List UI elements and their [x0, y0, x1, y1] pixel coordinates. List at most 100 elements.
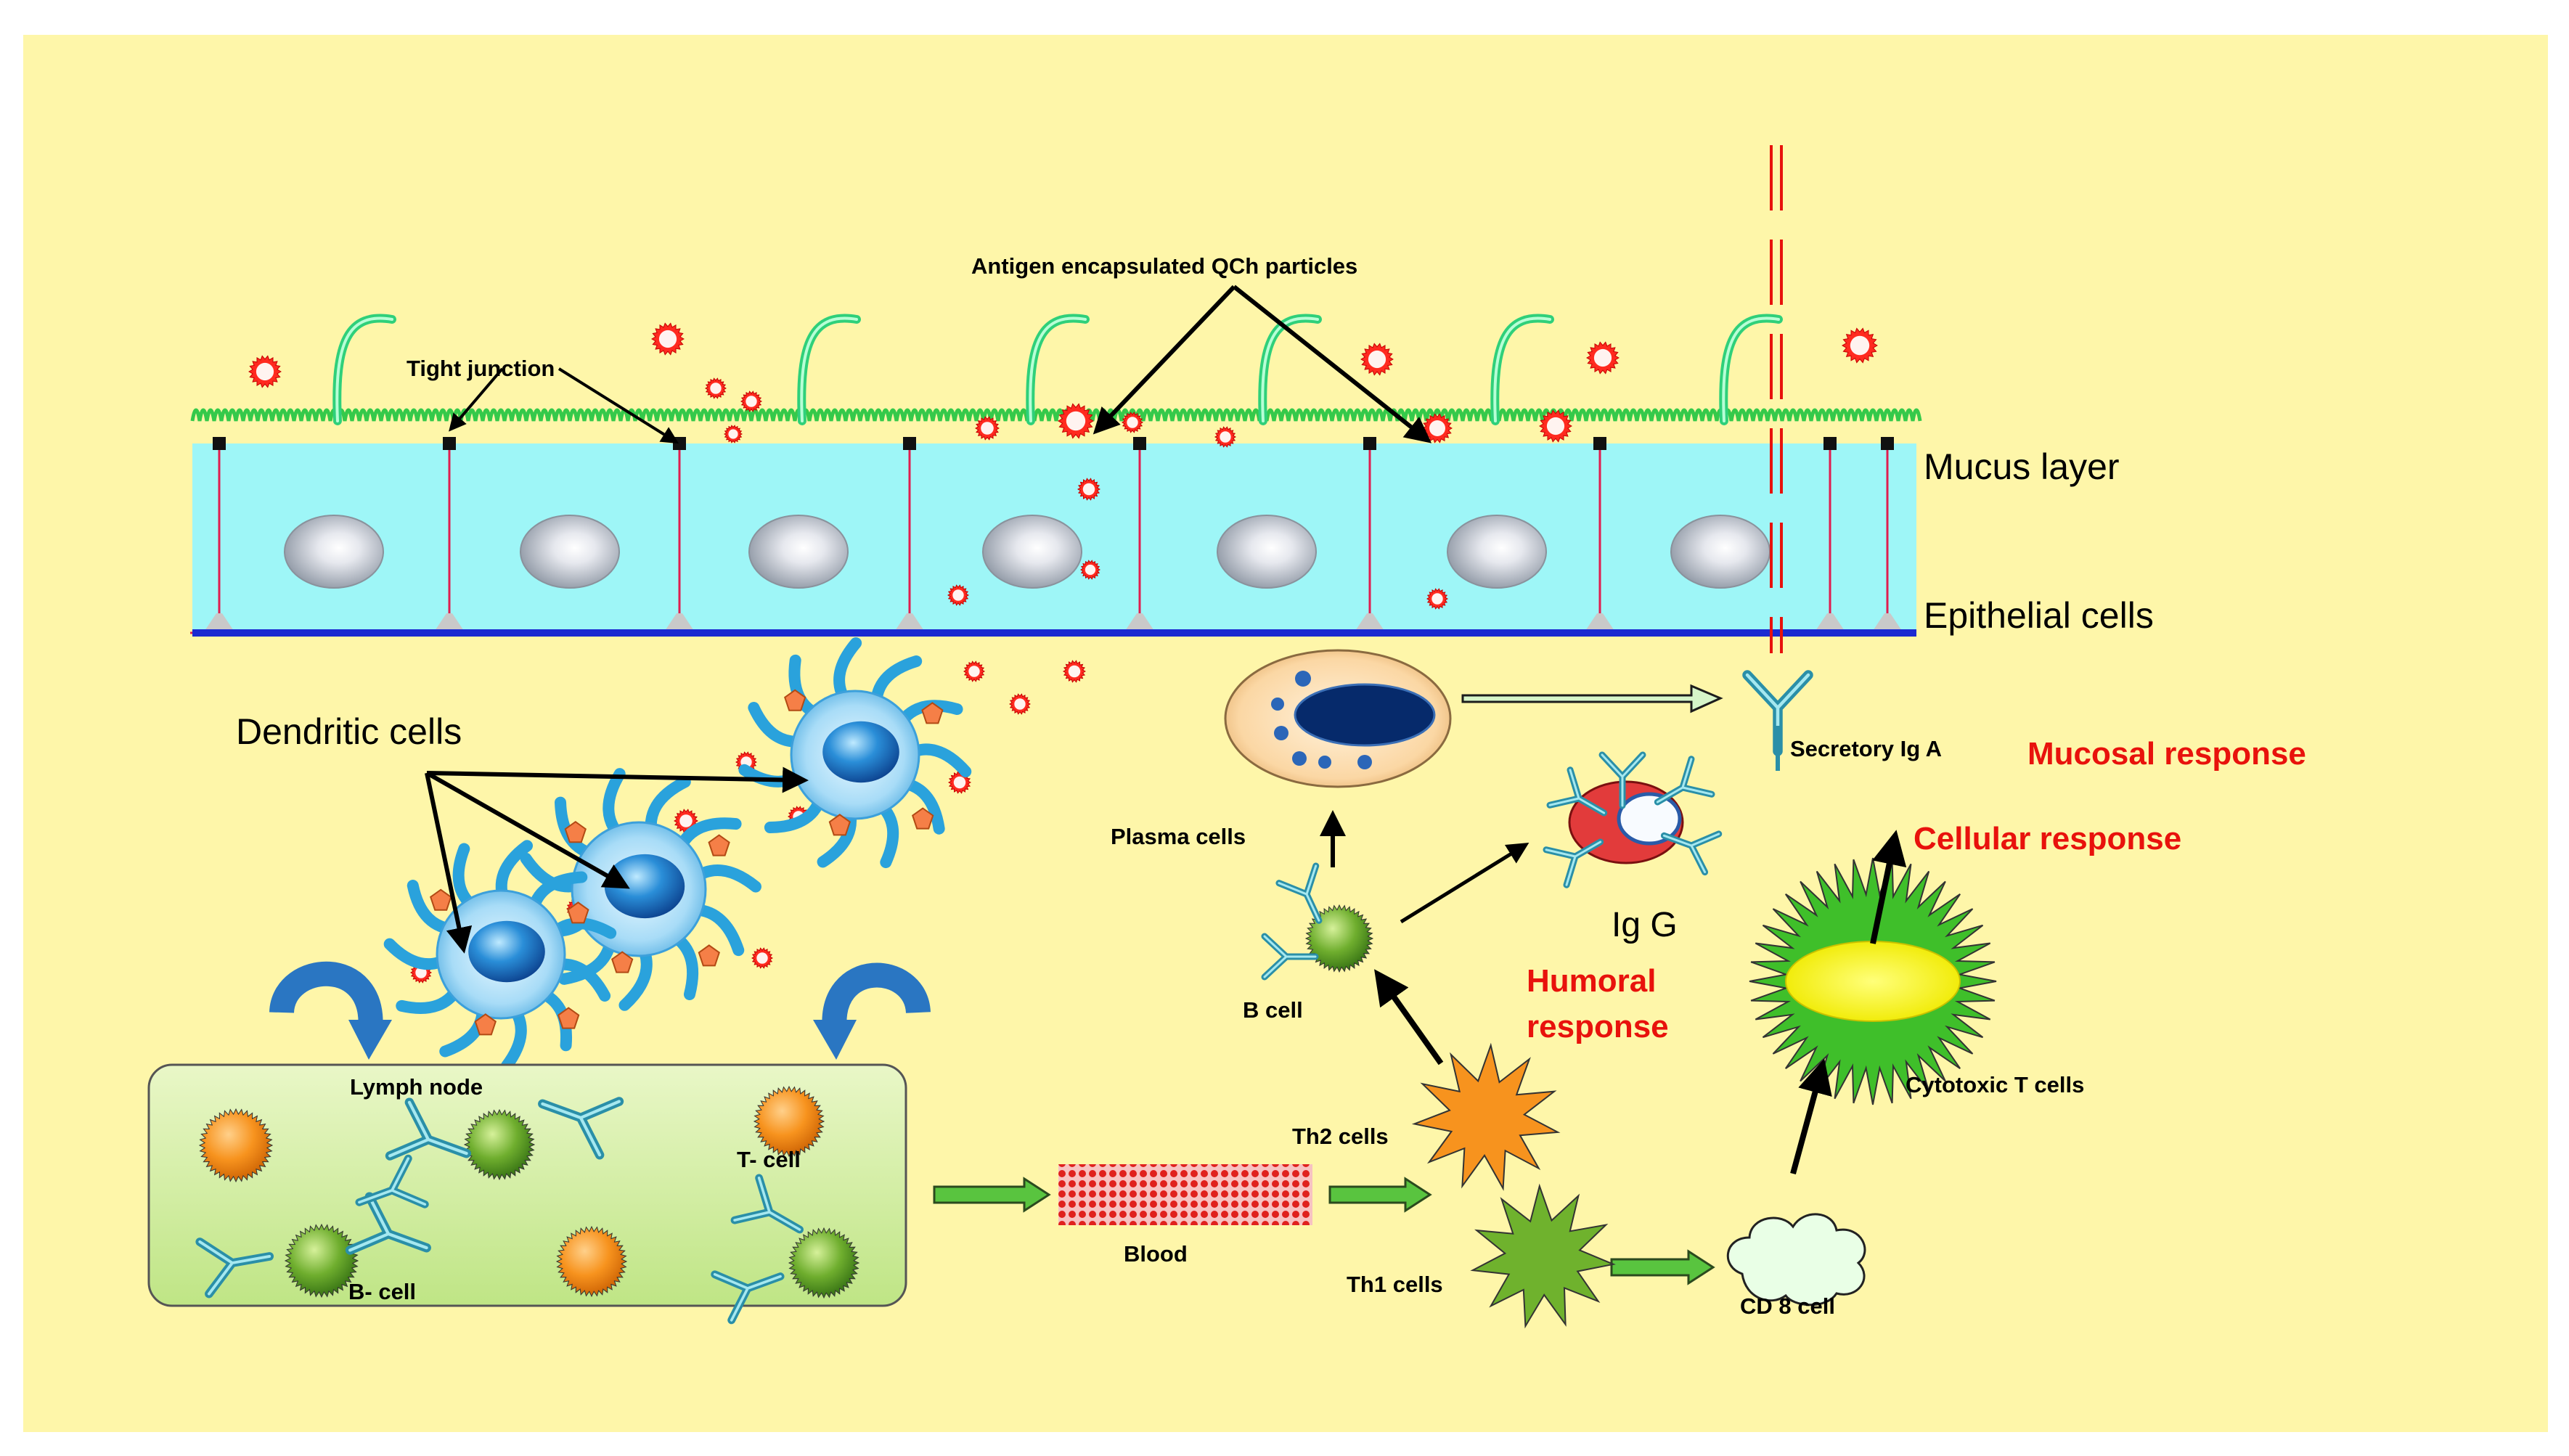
mucus-microvilli — [190, 408, 1922, 422]
igg-antibody-highlight — [1662, 833, 1720, 874]
th-cells — [1411, 1042, 1616, 1329]
label-humoral-line2: response — [1527, 1009, 1669, 1044]
tight-junction — [443, 437, 456, 450]
label-igg: Ig G — [1612, 906, 1678, 944]
epithelial-nuclei — [284, 515, 1770, 589]
cilia — [332, 314, 1783, 425]
antigen-particle-core — [756, 952, 768, 964]
cell-wall-base — [663, 613, 695, 633]
curved-arrow-right — [822, 962, 931, 1032]
arrow-antigen-left — [1092, 285, 1236, 435]
labels: Antigen encapsulated QCh particles Tight… — [236, 253, 2306, 1319]
lymph-antibody-highlight — [198, 1240, 271, 1296]
antigen-particle-core — [256, 362, 274, 381]
arrow-lymph-blood — [933, 1177, 1051, 1213]
antigen-fragment — [828, 814, 851, 836]
antigen-particle-core — [679, 814, 693, 827]
cilium-highlight — [800, 316, 858, 422]
antigen-particles — [248, 322, 1878, 983]
tight-junction-markers — [213, 437, 1894, 450]
antigen-fragment — [912, 807, 934, 830]
label-humoral-line1: Humoral — [1527, 963, 1656, 999]
label-plasma-cells: Plasma cells — [1111, 824, 1246, 849]
label-epithelial-cells: Epithelial cells — [1924, 595, 2154, 636]
antigen-fragment — [698, 944, 720, 967]
label-cd8-cell: CD 8 cell — [1740, 1293, 1835, 1319]
antigen-fragment — [611, 951, 634, 973]
green-arrows — [933, 684, 1723, 1285]
antigen-particle-core — [658, 330, 677, 348]
cilium-highlight — [335, 316, 393, 422]
lymph-b-cell — [463, 1108, 536, 1181]
label-t-cell: T- cell — [737, 1147, 801, 1172]
igg-antibody-highlight — [1548, 769, 1606, 814]
antigen-particle-core — [1220, 431, 1231, 443]
cilium-highlight — [1029, 316, 1087, 422]
antigen-fragment — [921, 702, 944, 724]
cell-wall-base — [1354, 613, 1386, 633]
arrow-dc-2 — [425, 771, 630, 889]
nucleus — [748, 515, 849, 589]
arrow-th1-cd8 — [1610, 1249, 1715, 1285]
tight-junction — [1133, 437, 1146, 450]
cd8-cell — [1726, 1213, 1866, 1306]
label-lymph-node: Lymph node — [350, 1074, 483, 1100]
igg-cell — [1543, 751, 1723, 888]
lymph-antibody-highlight — [388, 1100, 468, 1158]
lymph-antibody — [711, 1270, 785, 1325]
antigen-fragment — [708, 834, 730, 856]
tight-junction — [1593, 437, 1606, 450]
antigen-particle-core — [710, 383, 722, 394]
antigen-fragment — [474, 1013, 497, 1036]
antigen-particle-core — [415, 967, 427, 978]
curved-arrows — [269, 961, 931, 1060]
black-arrows — [425, 285, 1907, 1175]
lymph-b-cell — [284, 1223, 359, 1298]
th2-cell — [1411, 1042, 1561, 1191]
antigen-particle-core — [981, 422, 994, 435]
lymph-t-cell — [198, 1108, 274, 1183]
cytotoxic-t-cell — [1749, 857, 1997, 1105]
antigen-fragment — [557, 1007, 580, 1029]
igg-antibody — [1543, 838, 1604, 888]
b-cell — [1261, 862, 1374, 981]
lymph-antibody — [355, 1154, 429, 1208]
antigen-particle-core — [1068, 665, 1081, 678]
label-mucosal-response: Mucosal response — [2027, 736, 2306, 772]
lymph-antibody-highlight — [733, 1177, 801, 1231]
dendritic-nucleus — [604, 854, 685, 919]
antigen-particle-core — [746, 396, 757, 407]
tight-junction — [673, 437, 686, 450]
antigen-particle-core — [1429, 420, 1445, 436]
antigen-fragment — [784, 689, 806, 711]
antigen-particle-core — [1546, 417, 1565, 435]
curved-arrow-right-head — [813, 1020, 857, 1060]
cell-wall-base — [1584, 613, 1616, 633]
b-cell-antibody-highlight — [1278, 864, 1320, 922]
igg-antibody-highlight — [1656, 758, 1713, 803]
antigen-particle-core — [1014, 698, 1026, 710]
arrow-antigen-right — [1233, 285, 1432, 443]
antigen-fragment — [430, 888, 452, 911]
lymph-antibody — [195, 1238, 274, 1298]
arrow-blood-th — [1328, 1177, 1432, 1213]
antigen-particle-core — [952, 589, 964, 601]
nucleus — [520, 515, 620, 589]
secretory-iga-antibody — [1742, 670, 1813, 771]
dendritic-nucleus — [822, 721, 899, 783]
antigen-particle-core — [1085, 564, 1096, 576]
epithelium — [189, 145, 1922, 653]
lymph-antibody-highlight — [713, 1272, 782, 1322]
cell-wall-base — [1814, 613, 1846, 633]
lymph-antibody — [730, 1174, 804, 1234]
label-th2-cells: Th2 cells — [1292, 1124, 1389, 1149]
label-cellular-response: Cellular response — [1914, 821, 2181, 856]
antigen-particle-core — [1850, 335, 1870, 356]
label-cytotoxic-t-cells: Cytotoxic T cells — [1906, 1072, 2084, 1097]
cell-wall-base — [894, 613, 926, 633]
b-cell-body — [1304, 904, 1374, 973]
igg-antibody — [1660, 830, 1723, 876]
arrow-cd8-ctl — [1790, 1058, 1832, 1175]
